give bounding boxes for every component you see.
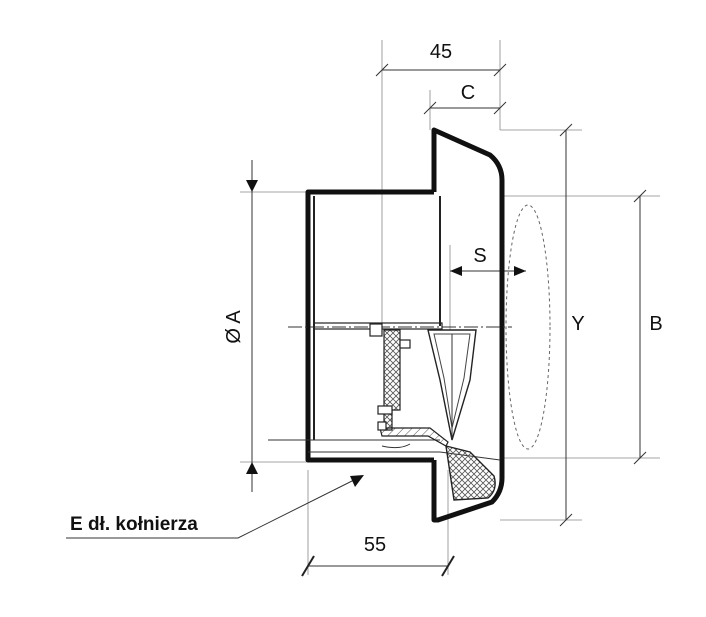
- dimension-s: S: [450, 245, 526, 276]
- dimension-55: 55: [301, 534, 455, 577]
- dimension-b: B: [633, 189, 663, 465]
- dim-b-label: B: [649, 313, 662, 335]
- front-cap-outline: [505, 204, 551, 450]
- dimension-c: C: [423, 82, 507, 115]
- dim-55-label: 55: [364, 534, 386, 556]
- extension-lines: [240, 40, 660, 575]
- dim-s-label: S: [473, 245, 486, 267]
- dim-c-label: C: [461, 82, 475, 104]
- dim-y-label: Y: [571, 313, 584, 335]
- internal-mechanism: [313, 322, 496, 501]
- dim-diameter-a-label: Ø A: [223, 310, 245, 344]
- flange-length-label: E dł. kołnierza: [70, 514, 198, 535]
- dimension-diameter-a: Ø A: [223, 160, 258, 492]
- dimension-y: Y: [559, 123, 585, 527]
- flange-length-callout: E dł. kołnierza: [66, 475, 364, 539]
- dimension-45: 45: [375, 41, 507, 77]
- vent-body: [268, 127, 505, 523]
- dim-45-label: 45: [430, 41, 452, 63]
